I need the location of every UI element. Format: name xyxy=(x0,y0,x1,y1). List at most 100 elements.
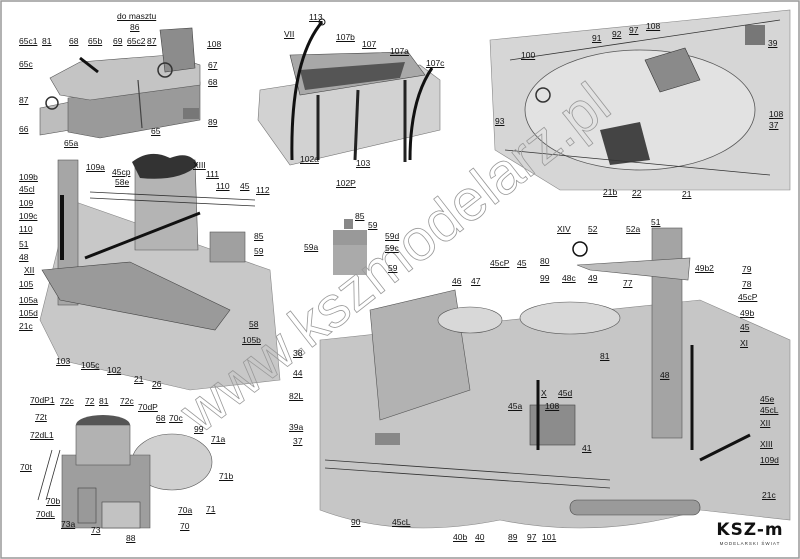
part-label-boat: 103 xyxy=(356,158,371,168)
part-label-boat: 107c xyxy=(426,58,445,68)
part-label-funnel-area: 58e xyxy=(115,177,130,187)
part-label-main-assembly: 90 xyxy=(351,517,361,527)
part-label-main-assembly: 47 xyxy=(471,276,481,286)
part-label-main-assembly: 45cP xyxy=(490,258,510,268)
part-label-main-assembly: 80 xyxy=(540,256,550,266)
part-label-gun-deck: 21 xyxy=(682,189,692,199)
part-label-superstructure-aft: 65c2 xyxy=(127,36,146,46)
part-label-main-assembly: 48 xyxy=(660,370,670,380)
drawing-vent-detail xyxy=(333,219,367,275)
part-label-funnel-area: 105a xyxy=(19,295,38,305)
part-label-funnel-area: 85 xyxy=(254,231,264,241)
part-label-main-assembly: 45 xyxy=(517,258,527,268)
ksz-m-logo: KSZ-m MODELARSKI ŚWIAT xyxy=(708,522,792,547)
part-label-main-assembly: 45a xyxy=(508,401,523,411)
part-label-main-assembly: XII xyxy=(760,418,771,428)
part-label-searchlight-platform: 70c xyxy=(169,413,183,423)
drawing-searchlight-platform xyxy=(37,415,213,529)
part-label-main-assembly: 46 xyxy=(452,276,462,286)
part-label-funnel-area: 45cp xyxy=(112,167,131,177)
part-label-searchlight-platform: 72t xyxy=(35,412,47,422)
part-label-main-assembly: 97 xyxy=(527,532,537,542)
part-label-main-assembly: 45d xyxy=(558,388,573,398)
part-label-boat: 102a xyxy=(300,154,319,164)
part-label-funnel-area: 59 xyxy=(254,246,264,256)
part-label-boat: 113 xyxy=(309,12,323,22)
part-label-main-assembly: 78 xyxy=(742,279,752,289)
part-label-boat: VII xyxy=(284,29,295,39)
logo-subtitle: MODELARSKI ŚWIAT xyxy=(719,541,781,546)
part-label-superstructure-aft: 89 xyxy=(208,117,218,127)
part-label-main-assembly: 45cL xyxy=(760,405,779,415)
part-label-main-assembly: 81 xyxy=(600,351,610,361)
part-label-main-assembly: 108 xyxy=(545,401,560,411)
part-label-main-assembly: 45e xyxy=(760,394,775,404)
part-label-searchlight-platform: 71a xyxy=(211,434,226,444)
part-label-funnel-area: 109 xyxy=(19,198,34,208)
part-label-main-assembly: 101 xyxy=(542,532,557,542)
part-label-superstructure-aft: 65c xyxy=(19,59,33,69)
part-label-funnel-area: 21 xyxy=(134,374,144,384)
part-label-main-assembly: 49b xyxy=(740,308,755,318)
part-label-funnel-area: 103 xyxy=(56,356,71,366)
part-label-main-assembly: 45cL xyxy=(392,517,411,527)
part-label-funnel-area: 109b xyxy=(19,172,38,182)
part-label-funnel-area: 45 xyxy=(240,181,250,191)
part-label-funnel-area: 109a xyxy=(86,162,105,172)
part-label-gun-deck: 108 xyxy=(646,21,661,31)
part-label-superstructure-aft: do masztu xyxy=(117,11,157,21)
part-label-vent-detail: 59c xyxy=(385,243,399,253)
drawing-main-assembly xyxy=(319,227,791,529)
part-label-main-assembly: XIII xyxy=(760,439,773,449)
part-label-main-assembly: 45cP xyxy=(738,292,758,302)
part-label-main-assembly: 39a xyxy=(289,422,304,432)
part-label-funnel-area: XII xyxy=(24,265,35,275)
part-label-main-assembly: 37 xyxy=(293,436,303,446)
part-label-superstructure-aft: 87 xyxy=(19,95,29,105)
part-label-searchlight-platform: 70dL xyxy=(36,509,55,519)
part-label-searchlight-platform: 71b xyxy=(219,471,234,481)
part-label-gun-deck: 21b xyxy=(603,187,618,197)
part-label-vent-detail: 59a xyxy=(304,242,319,252)
part-label-searchlight-platform: 70dP1 xyxy=(30,395,55,405)
part-label-funnel-area: XIII xyxy=(193,160,206,170)
part-label-vent-detail: 59d xyxy=(385,231,400,241)
part-label-main-assembly: 21c xyxy=(762,490,776,500)
part-label-superstructure-aft: 69 xyxy=(113,36,123,46)
part-label-gun-deck: 108 xyxy=(769,109,784,119)
part-label-gun-deck: 93 xyxy=(495,116,505,126)
part-label-searchlight-platform: 81 xyxy=(99,396,109,406)
part-label-superstructure-aft: 65b xyxy=(88,36,103,46)
part-label-main-assembly: 48c xyxy=(562,273,576,283)
part-label-main-assembly: 40b xyxy=(453,532,468,542)
part-label-funnel-area: 105d xyxy=(19,308,38,318)
part-label-main-assembly: 52a xyxy=(626,224,641,234)
part-label-main-assembly: 49b2 xyxy=(695,263,714,273)
part-label-vent-detail: 59 xyxy=(368,220,378,230)
part-label-gun-deck: 39 xyxy=(768,38,778,48)
part-label-gun-deck: 97 xyxy=(629,25,639,35)
part-label-superstructure-aft: 66 xyxy=(19,124,29,134)
part-label-superstructure-aft: 87 xyxy=(147,36,157,46)
drawing-superstructure-aft xyxy=(39,27,201,139)
part-label-vent-detail: 59 xyxy=(388,263,398,273)
part-label-searchlight-platform: 68 xyxy=(156,413,166,423)
part-label-funnel-area: 110 xyxy=(19,224,33,234)
part-label-searchlight-platform: 70b xyxy=(46,496,61,506)
part-label-main-assembly: 79 xyxy=(742,264,752,274)
part-label-searchlight-platform: 72 xyxy=(85,396,95,406)
part-label-boat: 107b xyxy=(336,32,355,42)
part-label-main-assembly: 38 xyxy=(293,348,303,358)
part-label-searchlight-platform: 72c xyxy=(120,396,134,406)
part-label-boat: 102P xyxy=(336,178,356,188)
part-label-gun-deck: 37 xyxy=(769,120,779,130)
part-label-main-assembly: 89 xyxy=(508,532,518,542)
part-label-funnel-area: 105c xyxy=(81,360,100,370)
part-label-main-assembly: 99 xyxy=(540,273,550,283)
part-label-searchlight-platform: 70a xyxy=(178,505,193,515)
part-label-main-assembly: 45 xyxy=(740,322,750,332)
part-label-superstructure-aft: 108 xyxy=(207,39,222,49)
part-label-main-assembly: 77 xyxy=(623,278,633,288)
part-label-superstructure-aft: 65 xyxy=(151,126,161,136)
drawing-funnel-area xyxy=(39,153,281,391)
